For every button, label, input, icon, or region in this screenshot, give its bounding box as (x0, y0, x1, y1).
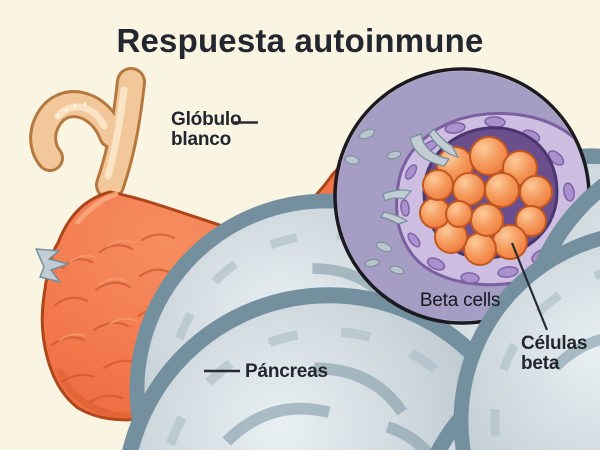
pseudopod (382, 189, 413, 202)
magnifier-inset (333, 67, 591, 325)
label-celulas-beta-line1: Células (521, 333, 588, 354)
label-globulo-blanco-line1: Glóbulo (171, 109, 242, 130)
white-blood-cell-attacking-pancreas (35, 248, 535, 450)
duct-highlight-dots (56, 102, 87, 118)
cell-debris (344, 128, 405, 275)
pseudopod (35, 248, 69, 283)
celulas-beta-leader-line (510, 242, 549, 331)
label-globulo-blanco: Glóbulo blanco (171, 109, 242, 150)
label-beta-cells: Beta cells (419, 290, 501, 311)
label-celulas-beta-line2: beta (521, 353, 560, 374)
diagram-title: Respuesta autoinmune (116, 22, 484, 59)
pseudopod (428, 127, 460, 158)
label-celulas-beta: Células beta (521, 334, 587, 374)
label-globulo-blanco-line2: blanco (171, 129, 232, 150)
pseudopod (379, 211, 409, 225)
beta-cell-cluster (419, 136, 553, 266)
pseudopod (409, 133, 451, 167)
islet-ring-cells (400, 116, 575, 284)
pancreatic-duct (29, 67, 146, 200)
white-blood-cell-islet-left (379, 189, 600, 450)
white-blood-cell-islet-top (409, 127, 600, 450)
label-pancreas: Páncreas (245, 361, 328, 382)
leader-lines (204, 121, 549, 373)
